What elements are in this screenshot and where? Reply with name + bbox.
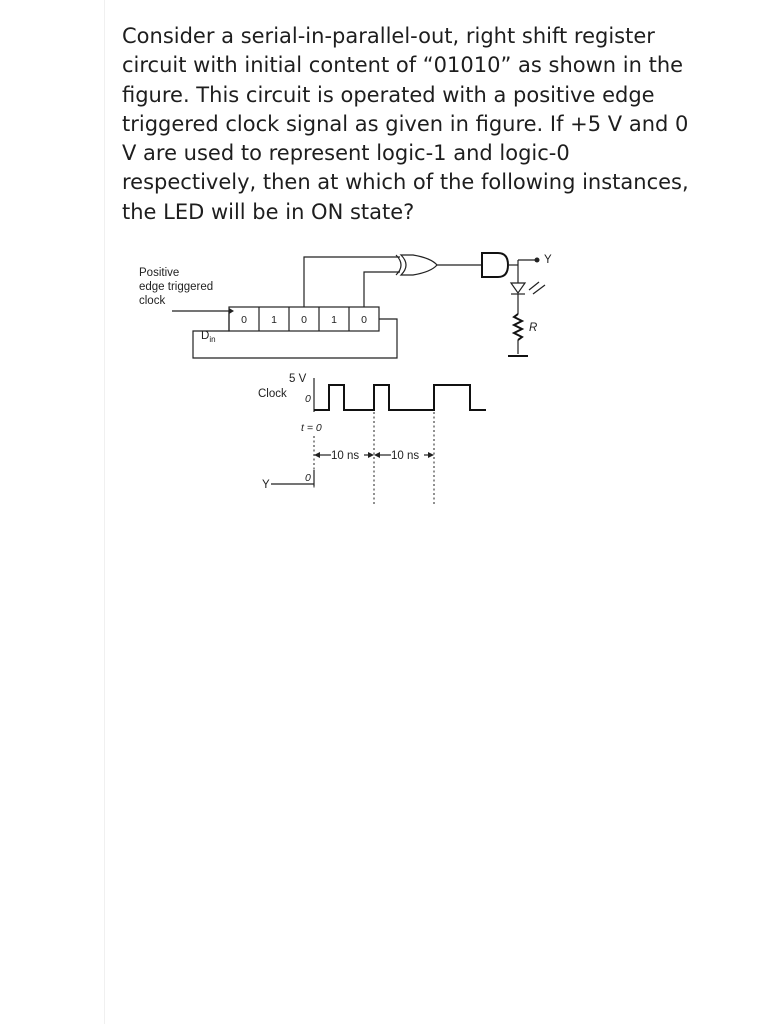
din-label: Din <box>201 330 216 344</box>
question-text: Consider a serial-in-parallel-out, right… <box>122 22 722 227</box>
register-bit: 1 <box>271 314 277 326</box>
xor-gate-body <box>399 254 438 276</box>
clock-waveform-label: Clock <box>258 388 287 400</box>
tap-wire-1 <box>303 256 400 307</box>
output-terminal-icon <box>534 257 540 263</box>
clock-zero-label: 0 <box>305 393 311 405</box>
interval-2-label: 10 ns <box>391 450 419 462</box>
register-bit: 0 <box>301 314 307 326</box>
register-bit: 0 <box>241 314 247 326</box>
question-line: respectively, then at which of the follo… <box>122 170 689 195</box>
clock-label-line3: clock <box>139 295 165 307</box>
t-zero-label: t = 0 <box>301 422 322 434</box>
page-edge <box>104 0 105 1024</box>
resistor-label: R <box>529 322 537 334</box>
tap-wire-2 <box>363 271 400 307</box>
arrowhead-icon <box>368 452 374 458</box>
question-line: the LED will be in ON state? <box>122 199 415 224</box>
y-waveform-label: Y <box>262 479 270 491</box>
led-light-ray-icon <box>532 284 546 295</box>
arrowhead-icon <box>428 452 434 458</box>
xor-gate-icon <box>395 254 402 276</box>
clock-waveform <box>314 384 486 411</box>
question-line: Consider a serial-in-parallel-out, right… <box>122 24 655 48</box>
clock-label-line2: edge triggered <box>139 281 213 293</box>
interval-1-label: 10 ns <box>331 450 359 462</box>
arrowhead-icon <box>374 452 380 458</box>
y-zero-label: 0 <box>305 472 311 484</box>
question-line: figure. This circuit is operated with a … <box>122 82 655 107</box>
register-bit: 1 <box>331 314 337 326</box>
clock-label-line1: Positive <box>139 267 179 279</box>
arrowhead-icon <box>314 452 320 458</box>
resistor-icon <box>511 313 525 341</box>
output-gate-icon <box>481 252 510 278</box>
led-icon <box>509 282 527 295</box>
voltage-high-label: 5 V <box>289 373 307 385</box>
question-line: circuit with initial content of “01010” … <box>122 53 684 78</box>
question-line: triggered clock signal as given in figur… <box>122 111 689 136</box>
led-light-ray-icon <box>528 281 540 291</box>
register-bit: 0 <box>361 314 367 326</box>
question-line: V are used to represent logic-1 and logi… <box>122 141 570 166</box>
output-y-label: Y <box>544 254 552 266</box>
feedback-wire <box>192 318 398 359</box>
clock-edge-arrow-icon <box>229 308 234 314</box>
